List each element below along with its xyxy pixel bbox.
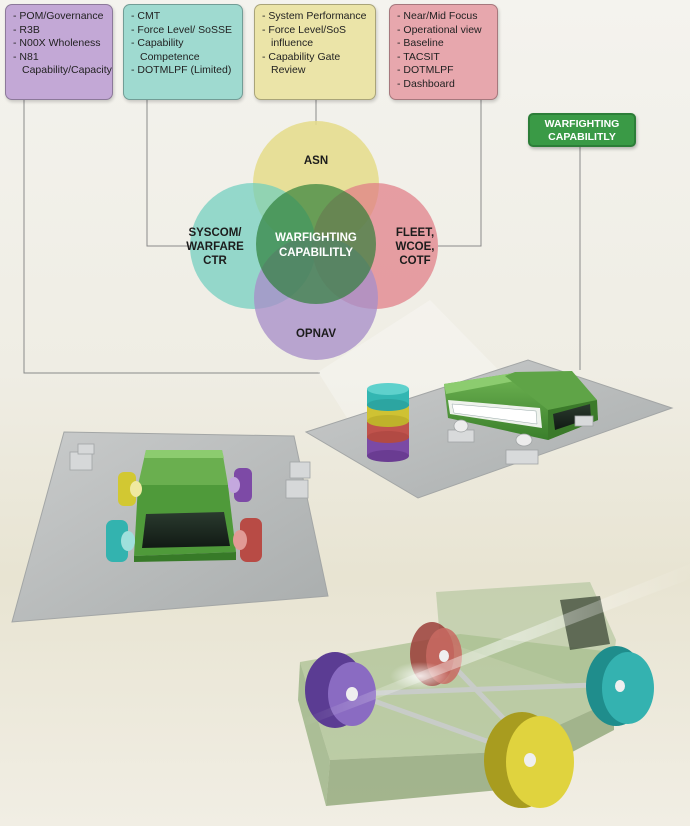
- badge-line-1: WARFIGHTING: [544, 118, 620, 130]
- badge-line-2: CAPABILITLY: [548, 131, 616, 143]
- connector-teal: [146, 100, 192, 247]
- left-plate-scene: [11, 431, 329, 623]
- box-item: Capability Gate Review: [262, 51, 369, 78]
- box-item: N00X Wholeness: [13, 37, 106, 51]
- wheel-purple: [305, 652, 376, 728]
- box-item: DOTMLPF: [397, 64, 491, 78]
- box-item: DOTMLPF (Limited): [131, 64, 236, 78]
- venn-label-center-2: CAPABILITLY: [279, 247, 353, 259]
- box-item: R3B: [13, 24, 106, 38]
- venn-label-fleet-2: WCOE,: [396, 241, 435, 253]
- venn-label-center-1: WARFIGHTING: [275, 232, 357, 244]
- venn-label-asn: ASN: [304, 155, 328, 167]
- box-item: Force Level/SoS influence: [262, 24, 369, 51]
- connector-purple: [23, 100, 320, 374]
- venn-label-syscom-2: WARFARE: [186, 241, 244, 253]
- box-item: Capability Competence: [131, 37, 236, 64]
- box-asn: System Performance Force Level/SoS influ…: [254, 4, 376, 100]
- connector-pink: [438, 100, 482, 247]
- box-item: Force Level/ SoSSE: [131, 24, 236, 38]
- right-plate-scene: [304, 359, 674, 499]
- box-item: CMT: [131, 10, 236, 24]
- wheel-yellow: [484, 712, 574, 808]
- connector-lines: [23, 100, 581, 374]
- wheels-topview: [106, 468, 262, 562]
- warfighting-capability-badge: WARFIGHTING CAPABILITLY: [528, 113, 636, 147]
- venn-label-fleet-1: FLEET,: [396, 227, 434, 239]
- box-item: Near/Mid Focus: [397, 10, 491, 24]
- box-item: N81 Capability/Capacity: [13, 51, 111, 78]
- box-syscom: CMT Force Level/ SoSSE Capability Compet…: [123, 4, 243, 100]
- venn-diagram: [190, 121, 438, 360]
- venn-label-syscom-1: SYSCOM/: [188, 227, 242, 239]
- venn-center: [256, 184, 376, 304]
- truck-topview: [134, 450, 236, 562]
- transparent-truck-scene: [298, 564, 690, 808]
- box-fleet: Near/Mid Focus Operational view Baseline…: [389, 4, 498, 100]
- box-item: Operational view: [397, 24, 491, 38]
- venn-label-syscom-3: CTR: [203, 255, 227, 267]
- capability-stack: [367, 383, 409, 462]
- venn-label-opnav: OPNAV: [296, 328, 336, 340]
- box-item: TACSIT: [397, 51, 491, 65]
- venn-label-fleet-3: COTF: [399, 255, 430, 267]
- truck-green: [444, 371, 598, 440]
- wheel-teal: [586, 646, 654, 726]
- truck-supports: [447, 415, 594, 465]
- box-item: Baseline: [397, 37, 491, 51]
- box-item: System Performance: [262, 10, 369, 24]
- box-item: Dashboard: [397, 78, 491, 92]
- box-item: POM/Governance: [13, 10, 106, 24]
- box-governance: POM/Governance R3B N00X Wholeness N81 Ca…: [5, 4, 113, 100]
